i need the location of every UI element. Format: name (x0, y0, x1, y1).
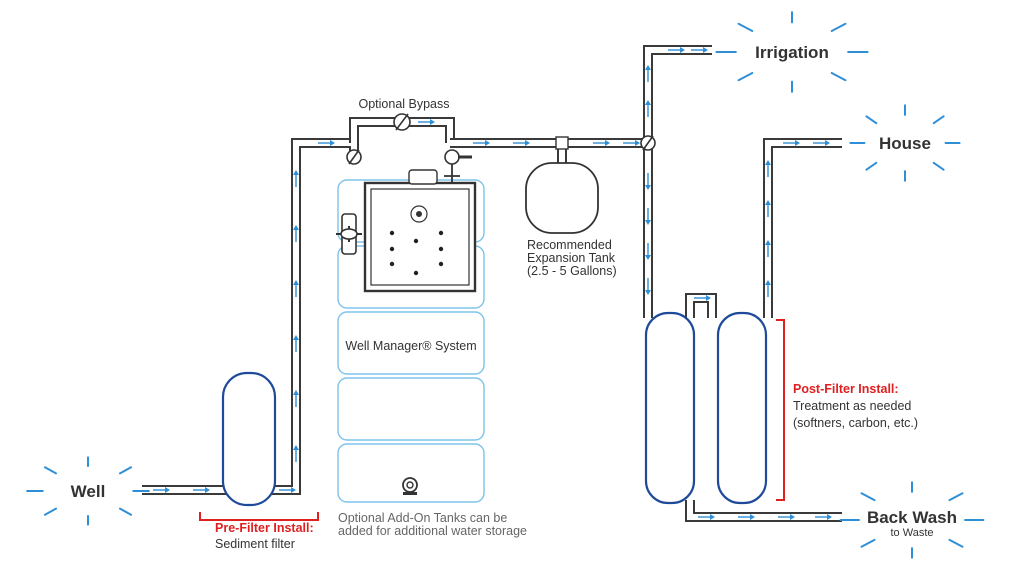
expansion-label-3: (2.5 - 5 Gallons) (527, 264, 617, 278)
flow-arrow-icon (623, 140, 640, 146)
well-starburst-icon (26, 456, 150, 526)
backwash-starburst-icon (839, 481, 985, 559)
well-manager-unit (336, 149, 477, 293)
pipe-to-house-inner (765, 140, 842, 318)
mount-holes (389, 230, 444, 276)
junction-valve-icon (640, 135, 656, 151)
flow-arrow-icon (293, 335, 299, 352)
flow-arrow-icon (765, 160, 771, 177)
prefilter-bracket (199, 512, 319, 521)
bypass-label: Optional Bypass (358, 97, 449, 111)
flow-arrow-icon (473, 140, 490, 146)
flow-arrow-icon (513, 140, 530, 146)
flow-arrow-icon (279, 487, 296, 493)
flow-arrow-icon (293, 445, 299, 462)
expansion-label-2: Expansion Tank (527, 251, 616, 265)
well-label: Well (71, 482, 106, 501)
treatment-tank-1 (644, 311, 696, 505)
flow-arrow-icon (293, 225, 299, 242)
backwash-sublabel: to Waste (891, 527, 934, 539)
pipe-to-backwash-inner (687, 500, 842, 520)
float-icon (408, 169, 438, 185)
addon-tank-5 (337, 443, 485, 503)
flow-arrow-icon (765, 280, 771, 297)
flow-arrow-icon (765, 200, 771, 217)
flow-arrow-icon (694, 295, 711, 301)
flow-arrow-icon (645, 173, 651, 190)
house-label: House (879, 134, 931, 153)
flow-arrow-icon (645, 243, 651, 260)
prefilter-desc: Sediment filter (215, 537, 295, 551)
flow-arrow-icon (645, 278, 651, 295)
expansion-tee-icon (555, 136, 569, 150)
system-housing (363, 181, 477, 293)
expansion-label-1: Recommended (527, 238, 612, 252)
irrigation-starburst-icon (715, 11, 869, 93)
addon-tank-3 (337, 311, 485, 375)
addon-note-1: Optional Add-On Tanks can be (338, 511, 507, 525)
postfilter-title: Post-Filter Install: (793, 382, 899, 396)
flow-arrow-icon (293, 390, 299, 407)
flow-arrow-icon (783, 140, 800, 146)
bypass-valve-icon (393, 113, 411, 131)
prefilter-title: Pre-Filter Install: (215, 521, 314, 535)
prefilter-tank (221, 371, 277, 507)
inlet-valve-icon (346, 149, 362, 165)
flow-arrow-icon (738, 514, 755, 520)
flow-arrow-icon (813, 140, 830, 146)
flow-arrow-icon (691, 47, 708, 53)
addon-note-2: added for additional water storage (338, 524, 527, 538)
drain-icon (402, 477, 418, 495)
postfilter-bracket (776, 319, 785, 501)
flow-arrow-icon (418, 119, 435, 125)
flow-arrow-icon (193, 487, 210, 493)
flow-arrow-icon (293, 170, 299, 187)
irrigation-label: Irrigation (755, 43, 829, 62)
treatment-tanks (644, 311, 768, 505)
backwash-label: Back Wash (867, 508, 957, 527)
flow-arrow-icon (815, 514, 832, 520)
flow-arrow-icon (645, 65, 651, 82)
flow-arrow-icon (153, 487, 170, 493)
flow-arrow-icon (645, 100, 651, 117)
flow-arrow-icon (318, 140, 335, 146)
treatment-tank-2 (716, 311, 768, 505)
addon-tank-4 (337, 377, 485, 441)
flow-arrow-icon (293, 280, 299, 297)
postfilter-desc-1: Treatment as needed (793, 399, 911, 413)
flow-arrow-icon (645, 208, 651, 225)
flow-arrow-icon (765, 240, 771, 257)
flow-arrow-icon (778, 514, 795, 520)
house-starburst-icon (849, 104, 961, 182)
valves (346, 113, 656, 165)
pipe-to-irrigation-inner (645, 47, 712, 143)
pipe-to-irrigation (643, 45, 712, 143)
flow-arrow-icon (668, 47, 685, 53)
flow-arrow-icon (698, 514, 715, 520)
postfilter-desc-2: (softners, carbon, etc.) (793, 416, 918, 430)
flow-arrow-icon (593, 140, 610, 146)
pipe-to-house (763, 138, 842, 318)
expansion-tank (525, 162, 599, 234)
system-label: Well Manager® System (345, 339, 476, 353)
